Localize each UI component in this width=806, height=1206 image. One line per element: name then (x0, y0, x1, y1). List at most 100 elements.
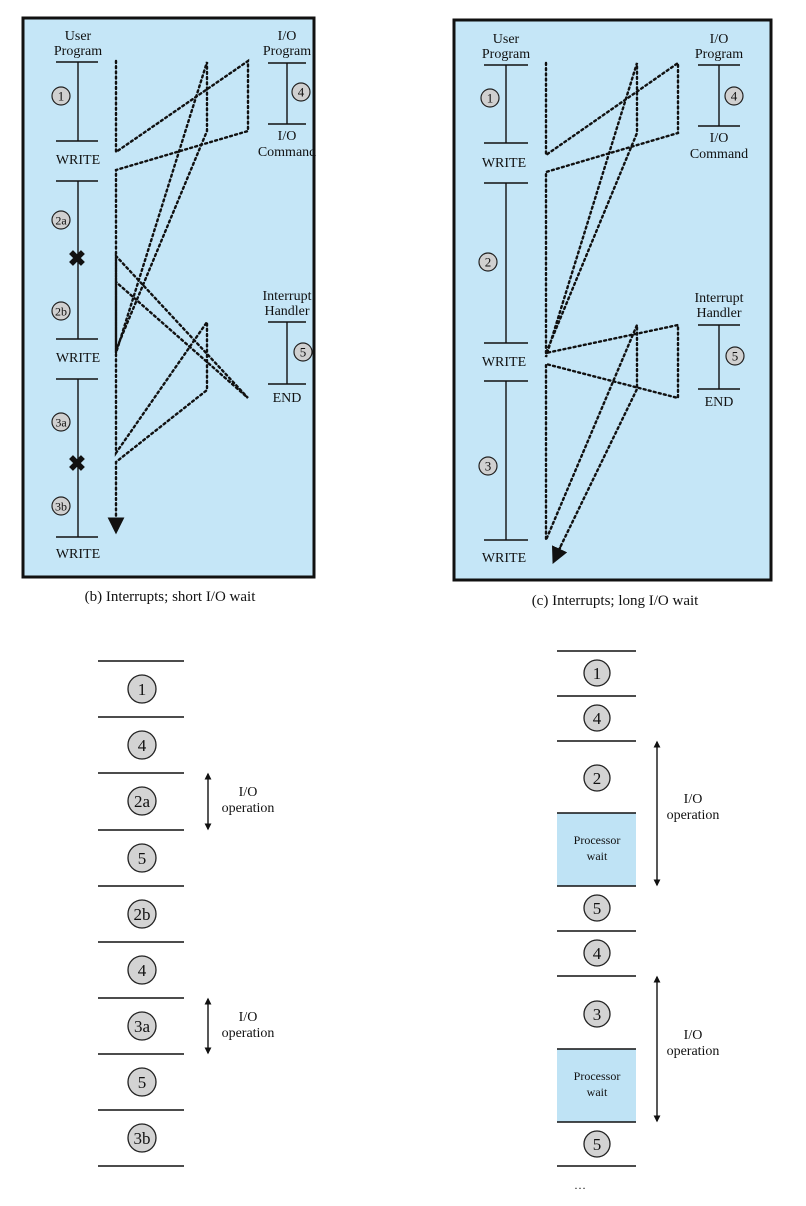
timeline-step-circle (583, 1000, 611, 1028)
timeline-step-label: 4 (138, 961, 147, 980)
processor-wait-label: wait (587, 849, 608, 863)
timeline-step-circle (127, 899, 157, 929)
step-circle (51, 301, 71, 321)
timeline-step-label: 4 (138, 736, 147, 755)
write-label: WRITE (56, 547, 100, 562)
step-circle (478, 252, 498, 272)
step-label: 5 (300, 345, 307, 360)
panel-c: User Program I/O Program 1 WRITE 2 WRITE… (452, 18, 773, 609)
write-label: WRITE (56, 153, 100, 168)
timeline-step-circle (583, 939, 611, 967)
step-circle (291, 82, 311, 102)
step-label: 2 (485, 255, 492, 270)
control-flow-path (544, 60, 680, 564)
step-label: 1 (487, 91, 494, 106)
end-label: END (705, 395, 734, 410)
step-circle (51, 496, 71, 516)
write-label: WRITE (482, 551, 526, 566)
timeline-step-circle (127, 1067, 157, 1097)
user-program-label: User (65, 29, 92, 44)
timeline-step-circle (127, 955, 157, 985)
timeline-step-circle (583, 1130, 611, 1158)
step-circle (480, 88, 500, 108)
step-circle (51, 412, 71, 432)
timeline-step-label: 3a (134, 1017, 151, 1036)
caption-b: (b) Interrupts; short I/O wait (85, 589, 257, 605)
io-operation-label: operation (222, 801, 275, 816)
step-circle (724, 86, 744, 106)
io-command-label: I/O (710, 131, 729, 146)
step-label: 3b (55, 500, 67, 514)
timeline-step-label: 1 (593, 664, 602, 683)
write-label: WRITE (56, 351, 100, 366)
timeline-step-circle (127, 730, 157, 760)
timeline-c: 1 4 2 Processor wait 5 4 3 Processor wai… (557, 650, 720, 1192)
io-operation-label: operation (667, 808, 720, 823)
processor-wait-block (557, 1049, 636, 1122)
step-circle (51, 86, 71, 106)
timeline-step-circle (583, 704, 611, 732)
step-label: 4 (298, 85, 305, 100)
user-program-label: Program (482, 47, 530, 62)
processor-wait-label: Processor (574, 833, 621, 847)
io-program-label: I/O (710, 32, 729, 47)
timeline-step-circle (583, 659, 611, 687)
control-flow-path (114, 58, 250, 530)
footer-fragment: … (574, 1178, 586, 1192)
step-circle (293, 342, 313, 362)
timeline-step-circle (583, 764, 611, 792)
processor-wait-label: Processor (574, 1069, 621, 1083)
step-label: 1 (58, 89, 65, 104)
flow-arrow-icon (552, 545, 568, 565)
panel-c-background (452, 18, 773, 582)
io-program-label: Program (263, 44, 311, 59)
timeline-step-label: 5 (593, 1135, 602, 1154)
io-command-label: Command (258, 145, 316, 160)
timeline-step-label: 2b (134, 905, 151, 924)
step-circle (478, 456, 498, 476)
interrupt-x-icon: ✖ (68, 451, 86, 476)
interrupt-handler-label: Handler (696, 306, 741, 321)
timeline-step-circle (127, 1011, 157, 1041)
io-operation-label: operation (222, 1026, 275, 1041)
panel-b: User Program I/O Program 1 WRITE 2a ✖ 2b… (21, 16, 316, 605)
step-label: 2a (55, 214, 67, 228)
write-label: WRITE (482, 156, 526, 171)
timeline-step-label: 5 (138, 849, 147, 868)
io-command-label: Command (690, 147, 748, 162)
io-operation-label: I/O (239, 785, 258, 800)
step-label: 3 (485, 459, 492, 474)
step-label: 4 (731, 89, 738, 104)
step-circle (725, 346, 745, 366)
io-operation-label: operation (667, 1044, 720, 1059)
panel-b-background (21, 16, 316, 579)
interrupt-handler-label: Handler (264, 304, 309, 319)
timeline-b: 1 4 2a 5 2b 4 3a 5 3b I/O operation I/O … (98, 660, 275, 1167)
processor-wait-label: wait (587, 1085, 608, 1099)
user-program-label: Program (54, 44, 102, 59)
timeline-step-circle (127, 786, 157, 816)
timeline-step-label: 5 (138, 1073, 147, 1092)
timeline-step-circle (127, 1123, 157, 1153)
interrupt-handler-label: Interrupt (263, 289, 312, 304)
step-label: 3a (55, 416, 67, 430)
timeline-step-label: 4 (593, 709, 602, 728)
io-command-label: I/O (278, 129, 297, 144)
step-label: 2b (55, 305, 67, 319)
io-program-label: I/O (278, 29, 297, 44)
io-operation-label: I/O (239, 1010, 258, 1025)
interrupt-handler-label: Interrupt (695, 291, 744, 306)
timeline-step-label: 4 (593, 944, 602, 963)
write-label: WRITE (482, 355, 526, 370)
caption-c: (c) Interrupts; long I/O wait (532, 593, 699, 609)
io-program-label: Program (695, 47, 743, 62)
timeline-step-label: 3 (593, 1005, 602, 1024)
timeline-step-label: 2 (593, 769, 602, 788)
io-operation-label: I/O (684, 792, 703, 807)
timeline-step-circle (127, 843, 157, 873)
io-operation-label: I/O (684, 1028, 703, 1043)
timeline-step-label: 5 (593, 899, 602, 918)
user-program-label: User (493, 32, 520, 47)
timeline-step-label: 2a (134, 792, 151, 811)
